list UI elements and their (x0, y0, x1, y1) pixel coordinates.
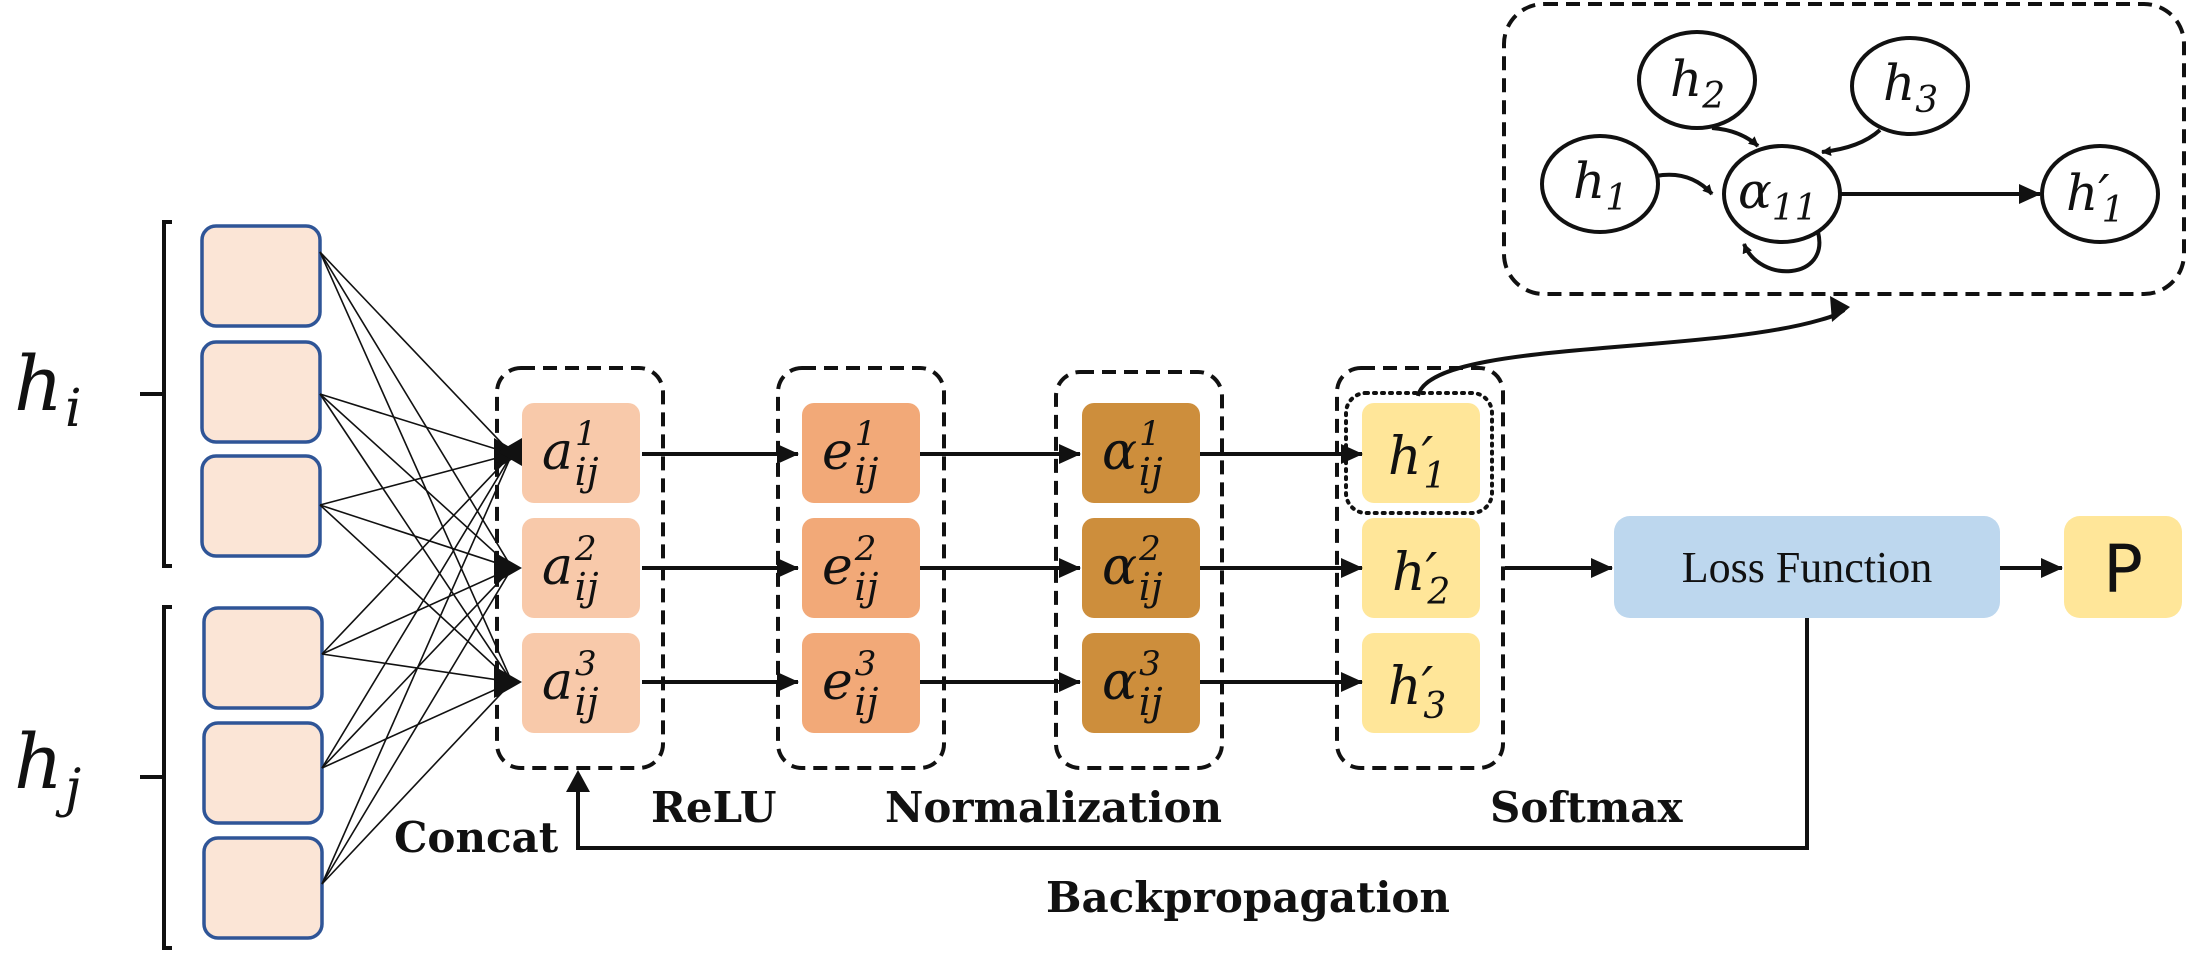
output-h3-box (1362, 633, 1480, 733)
backprop-path (566, 618, 1809, 850)
concat-arrowhead (494, 552, 522, 584)
e-box-1 (802, 403, 920, 503)
concat-connection (321, 567, 513, 885)
hi-label: hi (14, 339, 82, 439)
alpha-box-1 (1082, 403, 1200, 503)
inset-h1prime-text: h′1 (2066, 164, 2124, 231)
inset-node-h3 (1850, 36, 1970, 136)
a-box-2 (522, 518, 640, 618)
inset-node-h1prime (2040, 144, 2160, 244)
label-backpropagation: Backpropagation (1046, 873, 1450, 922)
concat-connection (321, 453, 513, 655)
input-cells (200, 224, 324, 940)
concat-connection (319, 393, 513, 683)
concat-connection (319, 504, 513, 569)
loss-function-label: Loss Function (1682, 543, 1933, 592)
hi-cell-1 (200, 224, 322, 328)
stage-arrows (642, 444, 2063, 692)
label-normalization: Normalization (885, 783, 1222, 832)
output-h3-text: h′3 (1388, 657, 1446, 727)
hi-cell-2 (200, 340, 322, 444)
hj-cell-3 (202, 836, 324, 940)
alpha-box-3 (1082, 633, 1200, 733)
result-node: P (2064, 516, 2182, 618)
hi-cell-3 (200, 454, 322, 558)
label-softmax: Softmax (1490, 783, 1683, 832)
concat-connection (319, 393, 513, 569)
inset-frame (1502, 2, 2186, 296)
concat-arrowhead (494, 666, 522, 698)
concat-connections (319, 251, 522, 885)
output-boxes: h′1 h′2 h′3 (1344, 391, 1494, 733)
concat-connection (319, 251, 513, 455)
concat-connection (321, 453, 513, 885)
hi-bracket (140, 220, 172, 568)
loss-function-node: Loss Function (1614, 516, 2000, 618)
inset-node-h1 (1540, 134, 1660, 234)
concat-connection (321, 453, 513, 769)
output-h2-box (1362, 518, 1480, 618)
group-h-frame (1335, 366, 1505, 770)
hj-cell-2 (202, 721, 324, 825)
hj-label: hj (14, 717, 81, 819)
inset-alpha11-text: α11 (1738, 162, 1818, 229)
inset-h2-text: h2 (1670, 50, 1725, 117)
concat-connection (319, 504, 513, 683)
label-relu: ReLU (651, 783, 777, 832)
a-box-3 (522, 633, 640, 733)
a-box-1 (522, 403, 640, 503)
concat-connection (319, 393, 513, 455)
e-box-2 (802, 518, 920, 618)
concat-connection (319, 251, 513, 683)
output-h1-box (1362, 403, 1480, 503)
inset-h1-text: h1 (1573, 152, 1628, 219)
e-box-3 (802, 633, 920, 733)
result-label: P (2103, 531, 2143, 608)
inset-h3-text: h3 (1883, 54, 1938, 121)
alpha-box-2 (1082, 518, 1200, 618)
hj-bracket (140, 605, 172, 950)
label-concat: Concat (394, 813, 559, 862)
inset-node-h2 (1637, 30, 1757, 130)
inset-graph: h2 h3 h1 α11 h′1 (1540, 30, 2160, 274)
concat-connection (319, 251, 513, 569)
hj-cell-1 (202, 606, 324, 710)
result-box (2064, 516, 2182, 618)
loss-function-box (1614, 516, 2000, 618)
concat-connection (321, 681, 513, 885)
output-h2-text: h′2 (1392, 543, 1450, 613)
concat-arrowheads (498, 438, 522, 466)
output-h1-text: h′1 (1388, 427, 1446, 497)
concat-connection (319, 453, 513, 506)
inset-link (1416, 296, 1850, 397)
